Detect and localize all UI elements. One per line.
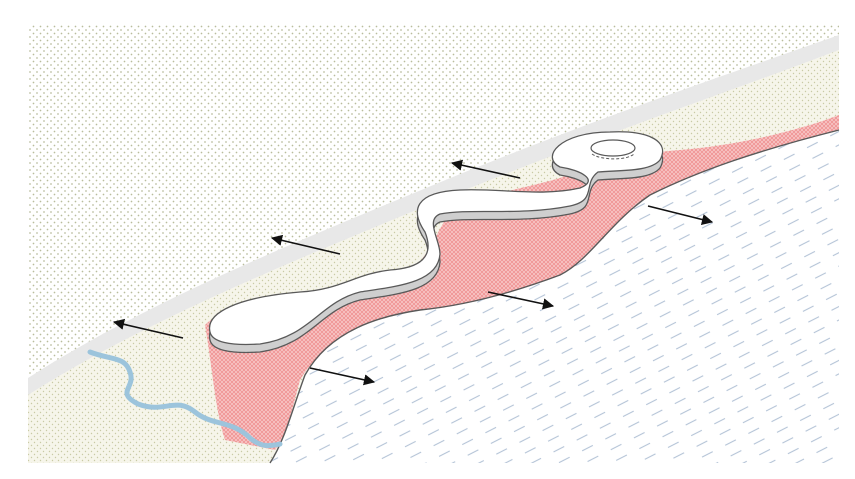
arrow-icon	[270, 234, 341, 255]
rim-band	[28, 35, 839, 395]
arrow-icon	[647, 205, 714, 225]
arrow-icon	[450, 159, 521, 179]
winding-ridge	[208, 131, 664, 354]
red-zone	[205, 115, 839, 450]
shoreline	[269, 129, 840, 464]
arrow-icon	[487, 291, 555, 310]
arrow-icon	[309, 367, 376, 386]
water-area	[270, 130, 839, 463]
stream	[87, 349, 283, 449]
arrow-icon	[112, 318, 184, 339]
